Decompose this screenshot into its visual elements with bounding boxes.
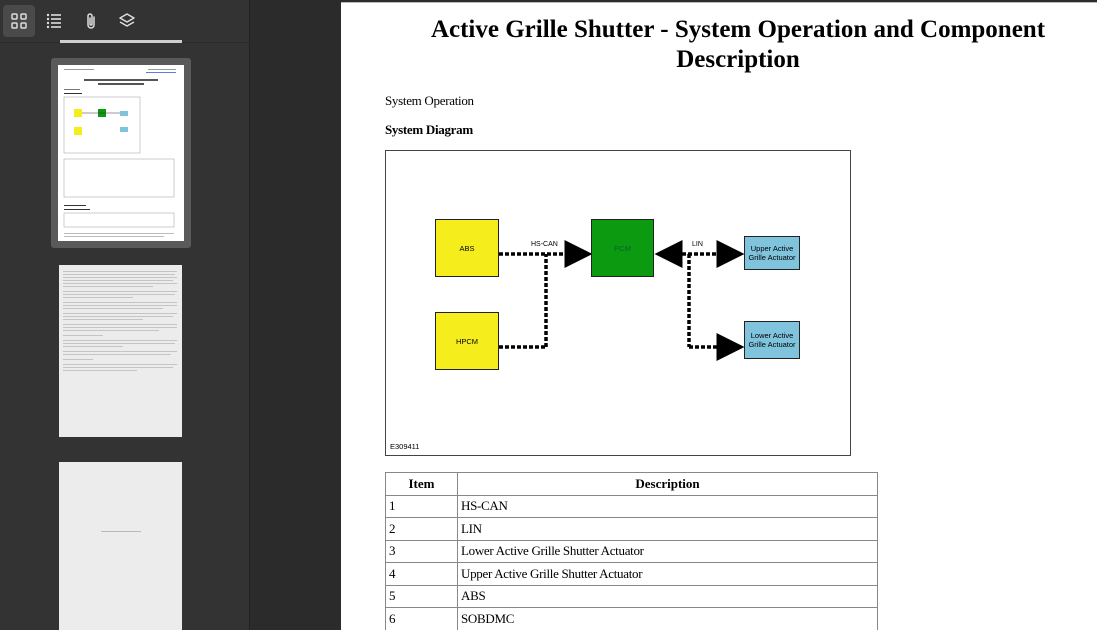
table-cell-description: ABS [457, 584, 878, 608]
table-row: 4 Upper Active Grille Shutter Actuator [385, 562, 878, 586]
paperclip-icon [87, 13, 95, 29]
layers-icon [119, 13, 135, 27]
table-header-description: Description [457, 472, 878, 496]
grid-icon [11, 13, 27, 29]
table-row: 5 ABS [385, 584, 878, 608]
table-cell-description: Lower Active Grille Shutter Actuator [457, 539, 878, 563]
table-cell-description: LIN [457, 517, 878, 541]
table-cell-description: SOBDMC [457, 607, 878, 630]
table-row: 6 SOBDMC [385, 607, 878, 630]
thumbnail-content [59, 462, 182, 630]
system-diagram: ABS HPCM PCM Upper Active Grille Actuato… [385, 150, 851, 456]
table-cell-item: 1 [385, 494, 458, 518]
sidebar-toolbar [0, 0, 250, 43]
items-table: Item Description 1 HS-CAN 2 LIN 3 Lower … [385, 472, 878, 630]
section-system-operation: System Operation [385, 93, 474, 108]
table-cell-description: Upper Active Grille Shutter Actuator [457, 562, 878, 586]
table-row: 3 Lower Active Grille Shutter Actuator [385, 539, 878, 563]
diagram-connections [499, 240, 745, 361]
thumbnail-preview [58, 65, 184, 241]
table-cell-item: 4 [385, 562, 458, 586]
thumbnails-view-button[interactable] [3, 5, 35, 37]
lin-label: LIN [692, 241, 703, 248]
table-row: 2 LIN [385, 517, 878, 541]
page-thumbnail-1[interactable] [51, 58, 191, 248]
list-icon [46, 13, 61, 29]
hpcm-block: HPCM [435, 312, 499, 370]
document-viewer[interactable]: Active Grille Shutter - System Operation… [251, 0, 1097, 630]
upper-actuator-block: Upper Active Grille Actuator [744, 236, 800, 270]
table-row: 1 HS-CAN [385, 494, 878, 518]
section-system-diagram: System Diagram [385, 122, 473, 137]
page-thumbnail-2[interactable] [59, 265, 182, 437]
toolbar-divider [60, 40, 182, 43]
figure-id: E309411 [390, 442, 420, 451]
document-title: Active Grille Shutter - System Operation… [430, 16, 1046, 73]
hs-can-label: HS-CAN [531, 241, 558, 248]
table-cell-item: 5 [385, 584, 458, 608]
table-header-row: Item Description [385, 472, 878, 496]
table-cell-item: 2 [385, 517, 458, 541]
lower-actuator-block: Lower Active Grille Actuator [744, 321, 800, 359]
table-cell-item: 6 [385, 607, 458, 630]
abs-block: ABS [435, 219, 499, 277]
outline-view-button[interactable] [38, 5, 70, 37]
table-cell-item: 3 [385, 539, 458, 563]
table-header-item: Item [385, 472, 458, 496]
thumbnail-sidebar [0, 0, 250, 630]
document-page: Active Grille Shutter - System Operation… [341, 2, 1097, 630]
page-thumbnail-3[interactable] [59, 462, 182, 630]
attachments-view-button[interactable] [75, 5, 107, 37]
pcm-block: PCM [591, 219, 654, 277]
layers-view-button[interactable] [111, 5, 143, 37]
table-cell-description: HS-CAN [457, 494, 878, 518]
thumbnail-content [59, 265, 182, 437]
thumbnail-content [63, 69, 176, 237]
